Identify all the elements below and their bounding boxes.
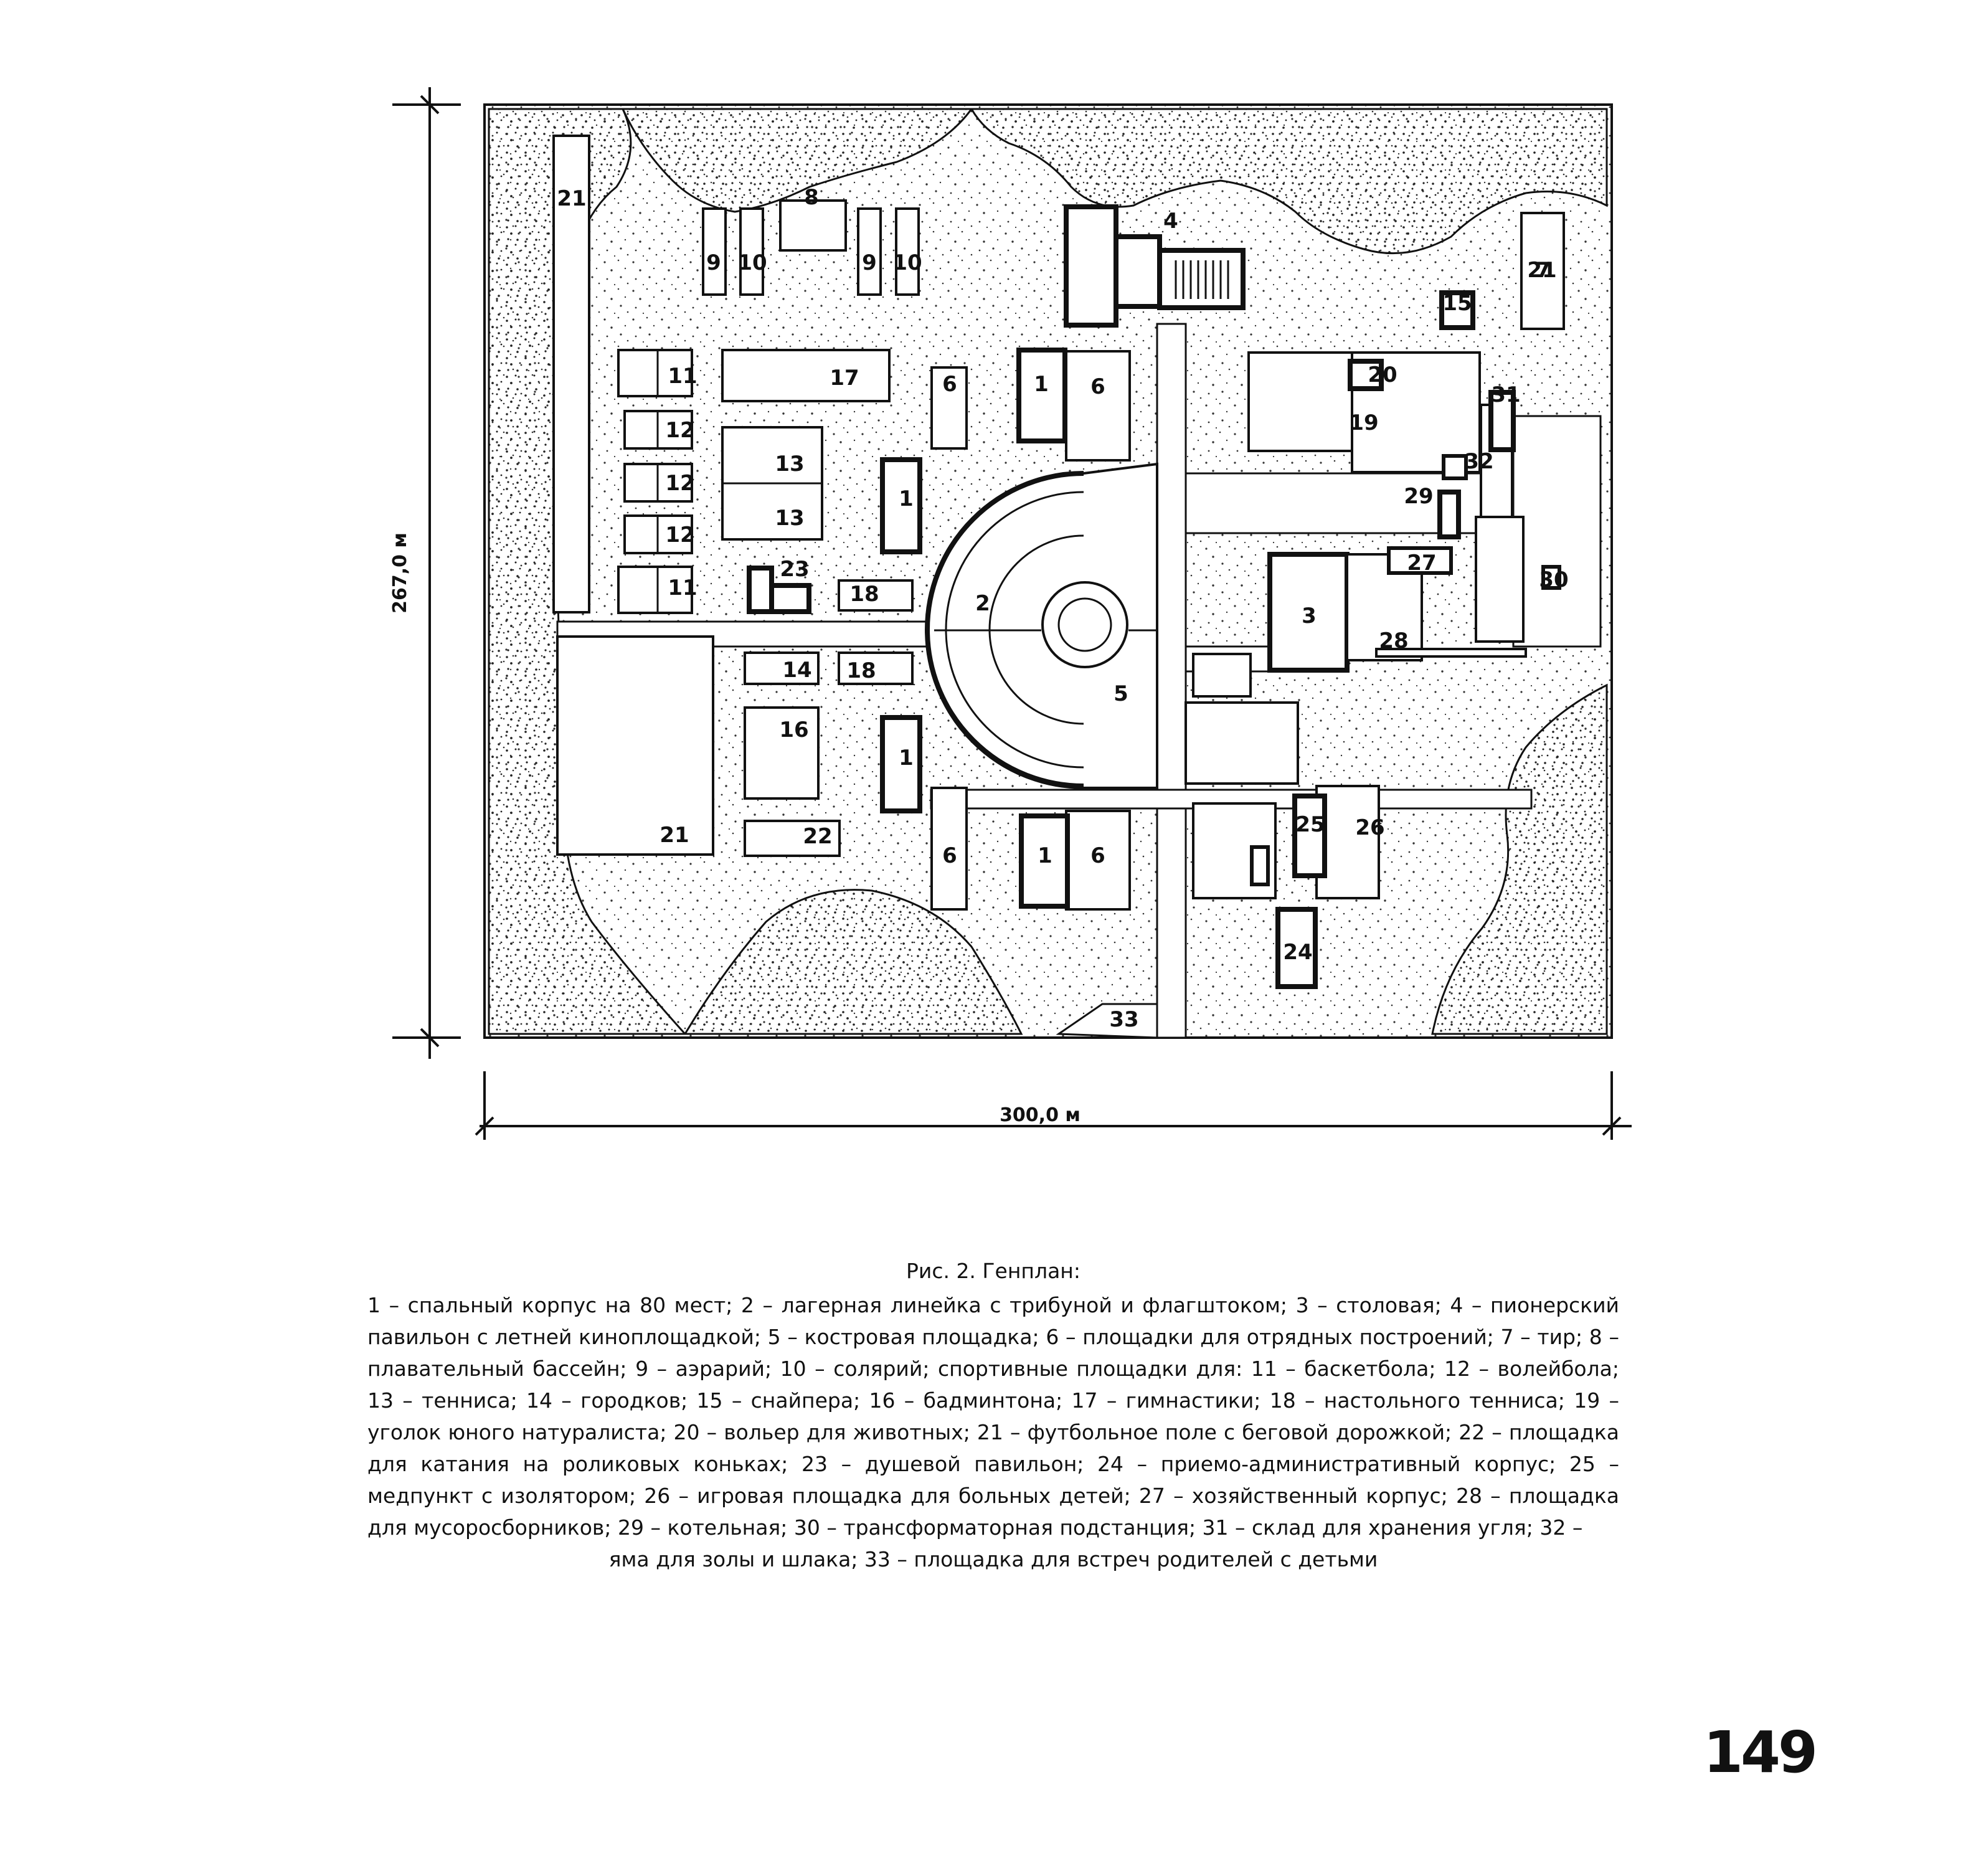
dimension-height-label: 267,0 м [389, 533, 411, 613]
parents-meeting-area [1056, 1003, 1158, 1039]
shooting-range [1520, 212, 1565, 330]
pavilion-stairs [1175, 260, 1229, 299]
plan-label-12: 12 [665, 418, 694, 443]
plan-label-23: 23 [780, 557, 809, 582]
caption-last-line: яма для золы и шлака; 33 – площадка для … [608, 1547, 1378, 1571]
road-east-spur [1512, 415, 1602, 648]
football-field-south [556, 635, 714, 856]
plan-label-6: 6 [942, 372, 957, 397]
plan-label-17: 17 [830, 366, 859, 391]
pioneer-pavilion [1064, 204, 1246, 328]
plan-label-11: 11 [668, 576, 697, 600]
plan-label-18: 18 [846, 658, 876, 683]
plan-label-13: 13 [775, 506, 804, 531]
site-plan: 267,0 м 300,0 м 111123456666789910101111… [389, 87, 1632, 1140]
shower-pavilion [747, 566, 811, 614]
plan-label-1: 1 [899, 746, 914, 770]
plan-label-2: 2 [975, 591, 990, 616]
plan-label-1: 1 [1034, 372, 1049, 397]
squad-grounds [930, 350, 1131, 911]
plan-label-3: 3 [1302, 604, 1317, 628]
sniper-ground [1439, 290, 1475, 330]
plan-label-10: 10 [892, 250, 922, 275]
plan-label-12: 12 [665, 471, 694, 496]
plan-label-29: 29 [1404, 484, 1433, 509]
dimension-lines [392, 87, 1632, 1140]
figure-caption: Рис. 2. Генплан: 1 – спальный корпус на … [367, 1255, 1619, 1575]
plan-label-7: 7 [1536, 258, 1551, 283]
plan-label-21: 21 [660, 823, 689, 848]
caption-body: 1 – спальный корпус на 80 мест; 2 – лаге… [367, 1293, 1619, 1540]
plan-label-11: 11 [668, 364, 697, 389]
kitchen-block [1267, 546, 1453, 673]
plan-label-21: 21 [557, 186, 586, 211]
plan-label-12: 12 [665, 523, 694, 547]
dimension-width-label: 300,0 м [1000, 1104, 1080, 1126]
plan-label-18: 18 [849, 582, 879, 607]
plan-label-16: 16 [779, 718, 808, 742]
plan-label-31: 31 [1491, 382, 1520, 407]
plan-label-10: 10 [737, 250, 767, 275]
plan-label-33: 33 [1109, 1007, 1138, 1032]
plan-label-27: 27 [1407, 551, 1436, 576]
plan-label-5: 5 [1114, 681, 1128, 706]
utility-yard [1437, 390, 1561, 643]
plan-label-14: 14 [782, 658, 811, 683]
tree-zones [488, 108, 1608, 1035]
plan-label-9: 9 [862, 250, 877, 275]
plan-label-1: 1 [1038, 843, 1052, 868]
plan-label-21: 21 [1527, 258, 1556, 283]
plan-label-1: 1 [899, 486, 914, 511]
plan-label-8: 8 [804, 185, 819, 210]
plan-label-25: 25 [1295, 812, 1325, 837]
road-vertical-north [1156, 323, 1187, 1039]
plan-label-28: 28 [1379, 628, 1408, 653]
waste-area-line [1375, 648, 1527, 658]
west-sports-courts [617, 349, 914, 857]
sleeping-blocks [880, 348, 1070, 909]
medical-block [1250, 794, 1327, 989]
plan-label-30: 30 [1539, 567, 1568, 592]
page-number: 149 [1703, 1719, 1818, 1786]
naturalist-corner [1247, 351, 1481, 473]
plan-label-24: 24 [1283, 940, 1312, 965]
football-field-north [552, 135, 590, 613]
plan-label-9: 9 [706, 250, 721, 275]
plan-label-15: 15 [1442, 291, 1472, 316]
top-row-buildings [702, 199, 920, 296]
plan-label-20: 20 [1368, 362, 1397, 387]
plan-label-32: 32 [1464, 449, 1493, 474]
plan-label-19: 19 [1349, 410, 1378, 435]
plan-label-6: 6 [1090, 374, 1105, 399]
plan-label-6: 6 [942, 843, 957, 868]
plan-label-4: 4 [1163, 209, 1178, 234]
parade-ground [925, 462, 1158, 789]
plan-label-6: 6 [1090, 843, 1105, 868]
plan-label-22: 22 [803, 824, 832, 849]
caption-title: Рис. 2. Генплан: [906, 1259, 1081, 1283]
plan-label-13: 13 [775, 452, 804, 476]
plan-label-26: 26 [1355, 815, 1384, 840]
